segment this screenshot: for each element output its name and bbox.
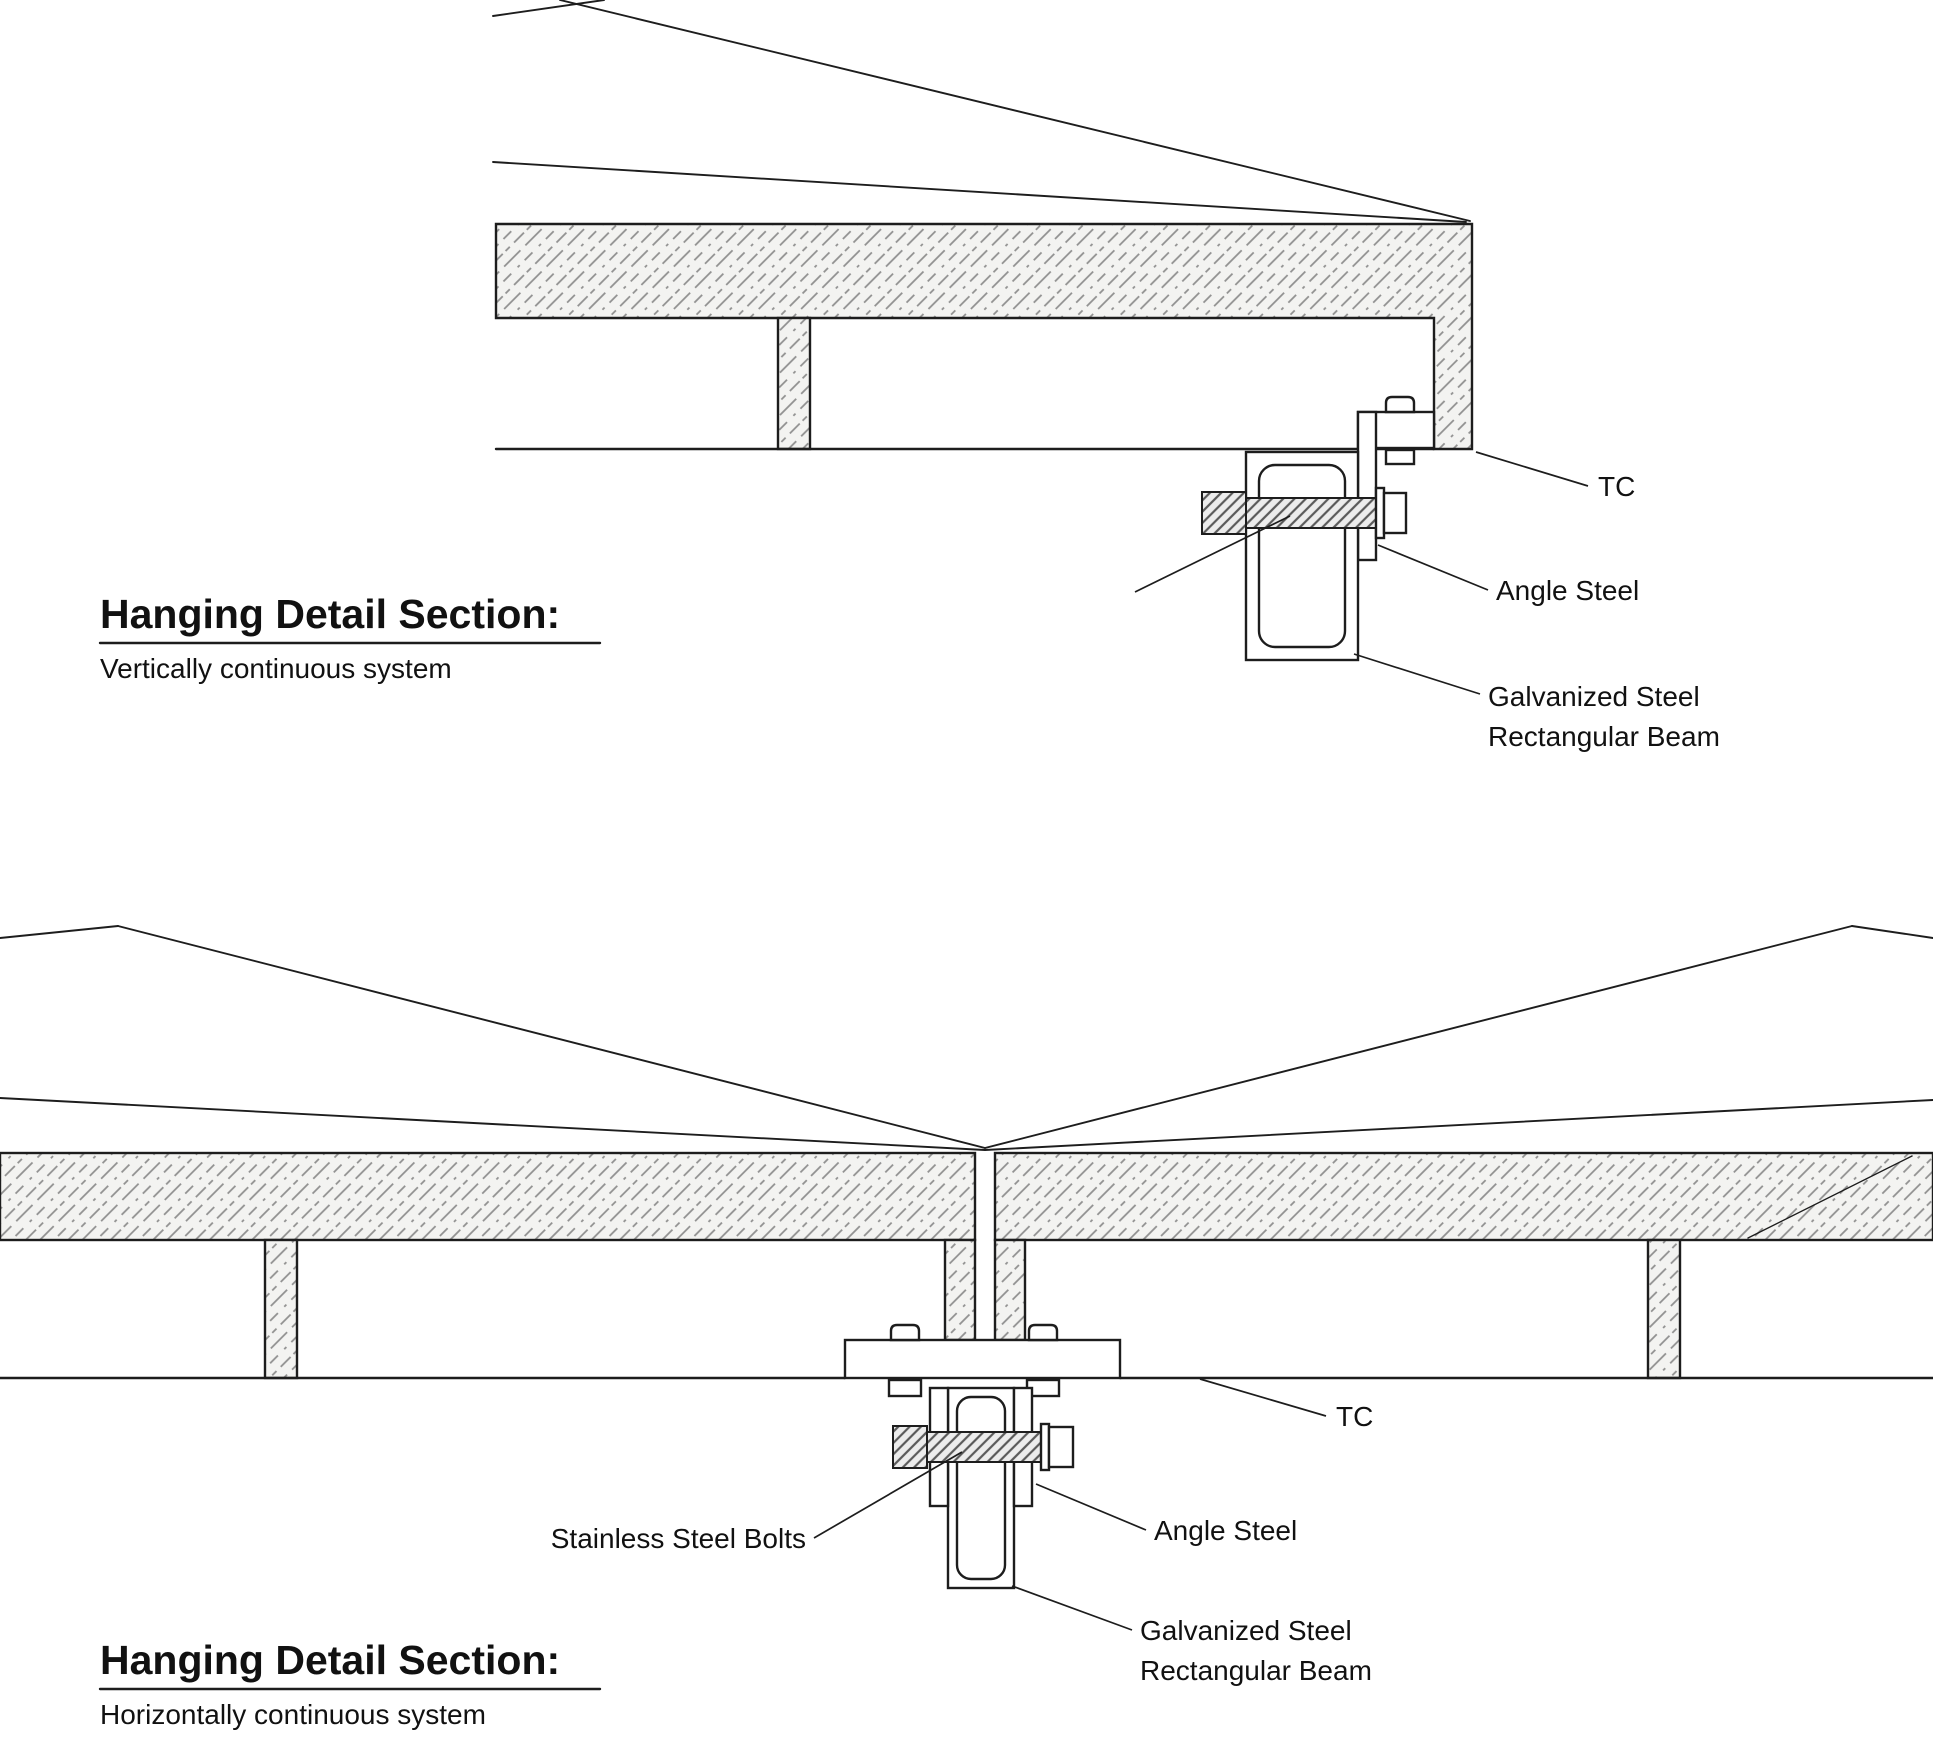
bolt-shaft bbox=[926, 1431, 1042, 1463]
section-title: Hanging Detail Section: bbox=[100, 1637, 560, 1683]
rectangular-beam-inner bbox=[955, 1395, 1007, 1581]
label-beam-line2: Rectangular Beam bbox=[1140, 1655, 1372, 1686]
panel-back-slope-line bbox=[117, 925, 986, 1149]
bolt-nut bbox=[887, 1378, 923, 1398]
rectangular-beam-inner bbox=[1257, 463, 1347, 649]
panel-back-slope-line bbox=[1851, 925, 1933, 939]
terracotta-panel-section-left bbox=[0, 1151, 977, 1242]
angle-steel-vertical-flange bbox=[1356, 410, 1378, 562]
panel-break-line bbox=[1747, 1155, 1913, 1239]
bolt-nut bbox=[1382, 491, 1408, 535]
bolt-head-dome bbox=[1384, 395, 1416, 414]
panel-rib bbox=[263, 1238, 299, 1380]
leader-line-angle-steel bbox=[1035, 1483, 1147, 1531]
bolt-head bbox=[892, 1425, 928, 1469]
panel-joint-leg-left bbox=[943, 1238, 977, 1342]
bolt-head bbox=[1201, 491, 1247, 535]
section-title: Hanging Detail Section: bbox=[100, 591, 560, 637]
leader-line-beam bbox=[1011, 1585, 1133, 1631]
panel-back-slope-line bbox=[984, 1099, 1933, 1151]
label-tc: TC bbox=[1336, 1401, 1373, 1432]
panel-back-slope-line bbox=[492, 0, 605, 17]
label-tc: TC bbox=[1598, 471, 1635, 502]
label-beam-line1: Galvanized Steel bbox=[1488, 681, 1700, 712]
leader-line-beam bbox=[1353, 653, 1481, 695]
bolt-nut bbox=[1384, 448, 1416, 466]
terracotta-panel-section bbox=[494, 222, 1474, 451]
panel-joint-leg-right bbox=[993, 1238, 1027, 1342]
bolt-nut bbox=[1047, 1425, 1075, 1469]
label-beam-line1: Galvanized Steel bbox=[1140, 1615, 1352, 1646]
label-angle-steel: Angle Steel bbox=[1496, 575, 1639, 606]
panel-back-slope-line bbox=[492, 161, 1467, 223]
leader-line-tc bbox=[1475, 451, 1589, 487]
leader-line-tc bbox=[1199, 1378, 1327, 1417]
panel-back-slope-line bbox=[0, 925, 119, 939]
leader-line-bolts bbox=[813, 1451, 963, 1539]
bolt-head-dome bbox=[1027, 1323, 1059, 1342]
angle-steel-plate bbox=[843, 1338, 1122, 1380]
terracotta-panel-section-right bbox=[993, 1151, 1933, 1242]
label-stainless-bolts: Stainless Steel Bolts bbox=[551, 1523, 806, 1554]
bottom-detail-diagram: TC Stainless Steel Bolts Angle Steel Gal… bbox=[0, 925, 1933, 1730]
panel-back-slope-line bbox=[0, 1097, 986, 1151]
top-detail-diagram: TC Angle Steel Galvanized Steel Rectangu… bbox=[98, 0, 1720, 752]
label-beam-line2: Rectangular Beam bbox=[1488, 721, 1720, 752]
panel-back-slope-line bbox=[559, 0, 1471, 222]
panel-back-slope-line bbox=[984, 925, 1853, 1149]
bolt-head-dome bbox=[889, 1323, 921, 1342]
section-subtitle: Horizontally continuous system bbox=[100, 1699, 486, 1730]
bolt-shaft bbox=[1245, 497, 1377, 529]
leader-line-bolt bbox=[1134, 515, 1291, 593]
panel-rib bbox=[1646, 1238, 1682, 1380]
leader-line-angle-steel bbox=[1377, 544, 1489, 591]
panel-rib bbox=[776, 316, 812, 451]
label-angle-steel: Angle Steel bbox=[1154, 1515, 1297, 1546]
section-subtitle: Vertically continuous system bbox=[100, 653, 452, 684]
